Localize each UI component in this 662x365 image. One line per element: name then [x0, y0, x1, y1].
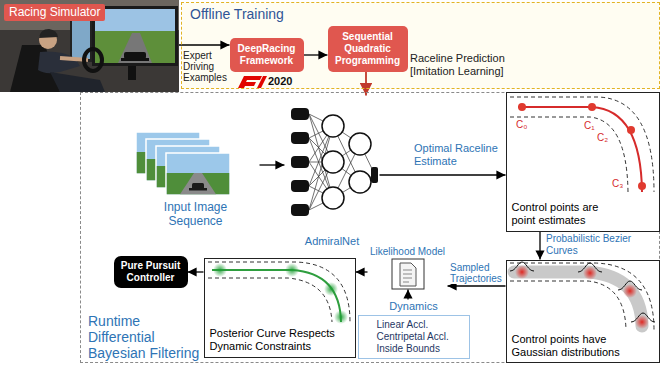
node-label: Offline Training	[190, 6, 284, 23]
node-label: Input Image Sequence	[152, 200, 240, 228]
flow-arrow	[304, 54, 328, 55]
list-item: Centripetal Accl.	[359, 331, 469, 343]
neural-network: AdmiralNet	[285, 96, 380, 250]
node-label: Posterior Curve Respects Dynamic Constra…	[210, 327, 350, 353]
node-label: AdmiralNet	[285, 235, 380, 248]
logo-text: 2020	[268, 75, 292, 88]
node-label: Dynamics	[358, 300, 470, 313]
node-label: Control points are point estimates	[512, 201, 616, 227]
point-label: C₀	[516, 119, 527, 130]
flow-arrow	[188, 271, 204, 272]
flow-arrow	[260, 164, 285, 165]
edge-label: Probabilistic Bezier Curves	[546, 233, 658, 257]
simulator-photo	[0, 0, 179, 92]
list-item: Linear Accl.	[359, 319, 469, 331]
node-label: DeepRacing Framework	[233, 43, 301, 67]
controller-box: Pure Pursuit Controller	[114, 256, 188, 288]
image-sequence: Input Image Sequence	[132, 126, 260, 230]
raceline-sketch	[510, 97, 654, 192]
node-label: Pure Pursuit Controller	[117, 260, 185, 284]
flow-arrow	[179, 44, 230, 45]
image-frames	[136, 132, 230, 195]
node-label: Likelihood Model	[368, 246, 448, 258]
edge-label: Optimal Raceline Estimate	[414, 142, 502, 168]
edge-label: Raceline Prediction [Imitation Learning]	[410, 52, 520, 78]
node-label: Sequential Quadratic Programming	[331, 31, 405, 67]
f1-logo	[238, 76, 267, 88]
likelihood-model: Likelihood Model	[368, 246, 448, 290]
point-label: C₁	[584, 120, 595, 131]
simulator-panel: Racing Simulator	[0, 0, 179, 92]
point-label: C₃	[612, 178, 623, 189]
document-icon	[392, 259, 424, 289]
flow-arrow	[407, 290, 408, 300]
node-label: Runtime Differential Bayesian Filtering	[88, 313, 200, 361]
node-label: Racing Simulator	[4, 4, 105, 21]
checklist-box: Linear Accl.Centripetal Accl.Inside Boun…	[358, 315, 470, 359]
node-label: Control points have Gaussian distributio…	[512, 333, 654, 359]
curve-panel: Posterior Curve Respects Dynamic Constra…	[204, 258, 356, 358]
flow-arrow	[380, 174, 506, 175]
flow-arrow	[448, 285, 506, 286]
edge-label: Sampled Trajectories	[450, 262, 505, 284]
dynamics-checklist: Linear Accl.Centripetal Accl.Inside Boun…	[358, 300, 470, 358]
region-ground	[181, 2, 660, 89]
curve-panel: Control points are point estimates	[506, 92, 660, 232]
gaussian-sketch	[510, 262, 655, 330]
point-label: C₂	[597, 132, 608, 143]
edge-label: Expert Driving Examples	[183, 50, 229, 83]
process-box: Sequential Quadratic Programming	[328, 26, 408, 72]
curve-panel: Control points have Gaussian distributio…	[506, 260, 660, 363]
network-graph	[291, 108, 378, 216]
posterior-sketch	[208, 262, 350, 324]
flow-arrow	[539, 232, 540, 260]
list-item: Inside Bounds	[359, 343, 469, 355]
flow-arrow	[356, 271, 368, 272]
process-box: DeepRacing Framework	[230, 38, 304, 72]
runtime-region: Runtime Differential Bayesian FilteringI…	[80, 92, 660, 363]
